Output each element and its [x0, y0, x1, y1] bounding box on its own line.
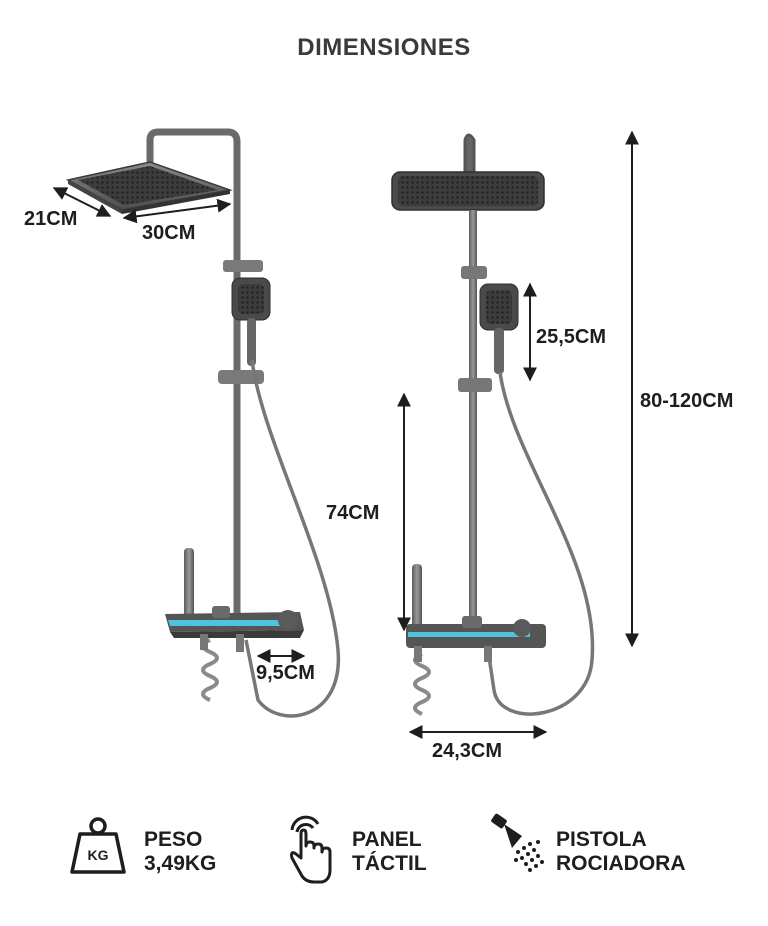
shower-diagram [52, 128, 639, 739]
spray-head-icon [491, 813, 544, 872]
feature-weight-line1: PESO [144, 828, 203, 851]
feature-touch-panel: PANEL TÁCTIL [284, 812, 474, 892]
feature-weight: KG PESO 3,49KG [66, 812, 266, 892]
coiled-hose [201, 638, 219, 702]
feature-weight-line2: 3,49KG [144, 852, 217, 875]
feature-spray-line1: PISTOLA [556, 828, 647, 851]
right-shower [391, 133, 595, 716]
rain-head-front [391, 171, 545, 211]
label-head-width: 30CM [142, 222, 196, 244]
spout [184, 548, 194, 618]
feature-spray-line2: ROCIADORA [556, 852, 686, 875]
label-spout-length: 9,5CM [256, 662, 315, 684]
hose-front [486, 371, 595, 716]
handheld-shower-front [479, 283, 519, 374]
shower-arm [146, 128, 241, 620]
mid-slider-front [458, 378, 492, 392]
label-handheld-height: 25,5CM [536, 326, 607, 348]
handheld-shower [231, 277, 271, 366]
shower-arm-front [463, 133, 476, 172]
label-total-height: 80-120CM [640, 390, 734, 412]
hose [244, 359, 341, 718]
label-shelf-width: 24,3CM [432, 740, 503, 762]
head-width-arrow [122, 198, 232, 224]
feature-touch-line1: PANEL [352, 828, 422, 851]
left-shower [65, 128, 341, 718]
feature-spray-gun: PISTOLA ROCIADORA [488, 812, 748, 892]
weight-kg-icon: KG [70, 817, 126, 874]
touch-hand-icon [290, 815, 332, 884]
kg-icon-text: KG [88, 847, 109, 863]
control-panel-front [406, 616, 546, 648]
label-bar-height: 74CM [326, 502, 380, 524]
coiled-hose-front [413, 652, 431, 716]
head-depth-arrow [52, 187, 112, 217]
spout-front [412, 564, 422, 628]
page-title: DIMENSIONES [297, 34, 471, 61]
label-head-depth: 21CM [24, 208, 78, 230]
pole [469, 210, 477, 630]
top-slider [223, 260, 263, 272]
feature-touch-line2: TÁCTIL [352, 852, 427, 875]
top-slider-front [461, 266, 487, 279]
